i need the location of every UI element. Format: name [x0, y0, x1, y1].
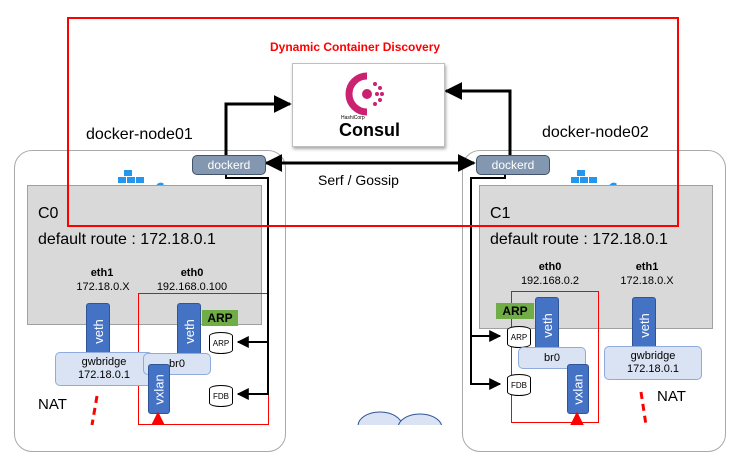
- consul-name: Consul: [339, 120, 400, 140]
- gossip-label: Serf / Gossip: [318, 172, 399, 188]
- consul-box: HashiCorp Consul: [292, 63, 445, 147]
- underlay-cloud: [397, 413, 443, 425]
- arp-tag: ARP: [496, 303, 534, 319]
- consul-brand: HashiCorp: [341, 115, 365, 121]
- eth0-ip: 192.168.0.100: [156, 281, 228, 293]
- node-name-right: docker-node02: [542, 124, 649, 141]
- dockerd-consul-link-left: [224, 95, 292, 157]
- dockerd-fdb-link-left: [236, 342, 269, 400]
- nat-label: NAT: [657, 388, 686, 405]
- br0-bridge: br0: [518, 347, 586, 369]
- veth-eth0: veth: [535, 297, 559, 353]
- dockerd-left: dockerd: [192, 155, 266, 175]
- underlay-cloud: [357, 411, 403, 425]
- discovery-title: Dynamic Container Discovery: [270, 40, 441, 54]
- veth-eth1: veth: [632, 297, 656, 353]
- nat-link-left: [90, 395, 99, 425]
- container-c0: [27, 185, 262, 325]
- nat-link-right: [639, 391, 648, 425]
- eth1-ip: 172.18.0.X: [620, 275, 674, 287]
- eth0-ip: 192.168.0.2: [520, 275, 580, 287]
- arp-table-icon: ARP: [209, 332, 233, 354]
- default-route: default route : 172.18.0.1: [490, 231, 668, 248]
- gwbridge: gwbridge 172.18.0.1: [604, 346, 702, 380]
- dockerd-consul-link-right: [444, 82, 512, 157]
- container-label: C1: [490, 205, 511, 222]
- nat-label: NAT: [38, 396, 67, 413]
- eth0-label: eth0: [538, 261, 562, 273]
- eth1-ip: 172.18.0.X: [76, 281, 130, 293]
- eth1-label: eth1: [635, 261, 659, 273]
- dockerd-right: dockerd: [476, 155, 550, 175]
- overlay-box: [511, 291, 599, 423]
- eth0-label: eth0: [180, 267, 204, 279]
- arp-tag: ARP: [202, 310, 238, 326]
- gwbridge: gwbridge 172.18.0.1: [55, 352, 153, 386]
- discovery-frame: [67, 17, 679, 227]
- default-route: default route : 172.18.0.1: [38, 231, 216, 248]
- connectors: [90, 82, 648, 425]
- container-label: C0: [38, 205, 59, 222]
- node-name-left: docker-node01: [86, 126, 193, 143]
- dockerd-fdb-link-right: [470, 336, 502, 390]
- dockerd-arp-link-left: [225, 170, 269, 348]
- eth1-label: eth1: [90, 267, 114, 279]
- consul-logo-icon: [345, 72, 384, 116]
- dockerd-arp-link-right: [470, 170, 506, 342]
- veth-eth0: veth: [177, 303, 201, 359]
- fdb-table-icon: FDB: [209, 385, 233, 407]
- fdb-table-icon: FDB: [507, 374, 531, 396]
